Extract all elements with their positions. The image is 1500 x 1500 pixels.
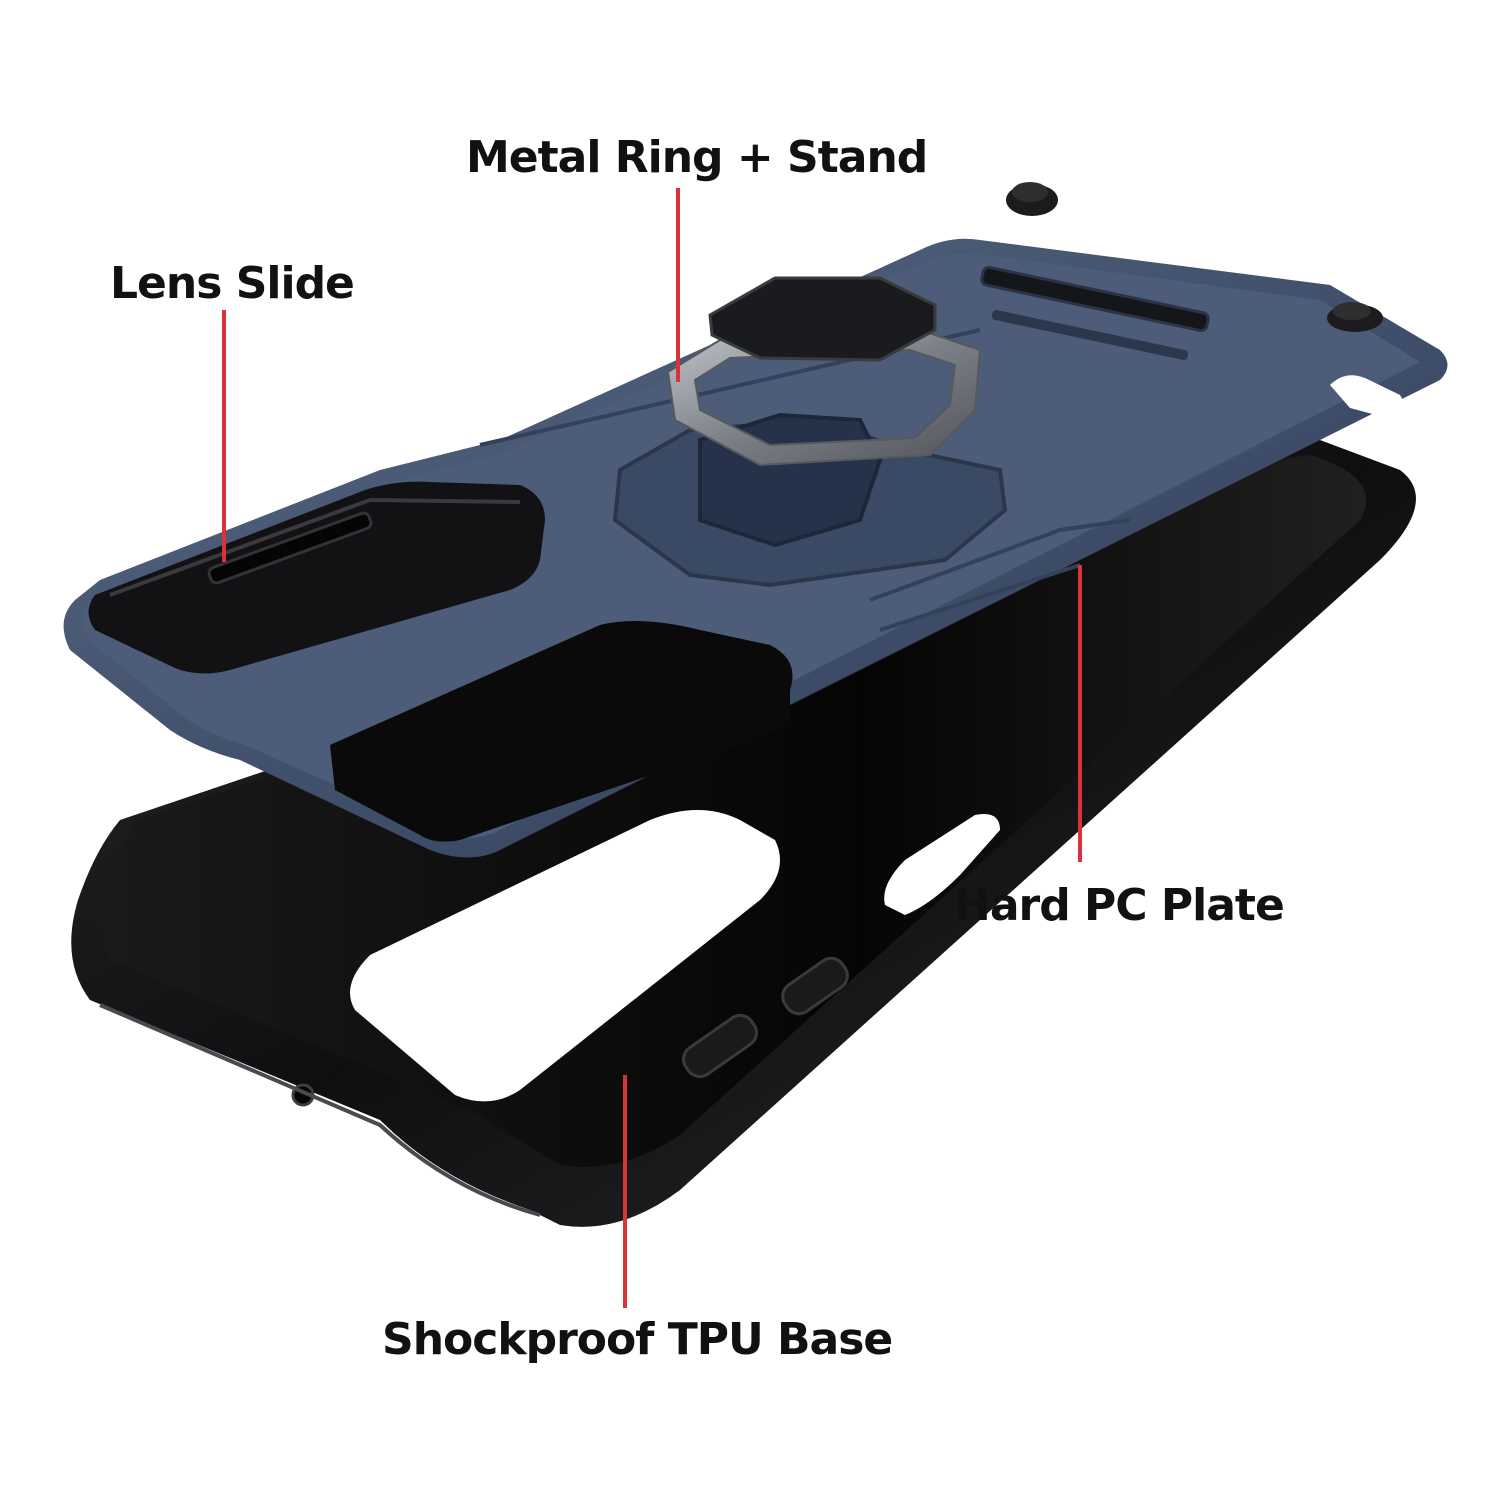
- button-plug-1-cap: [1012, 182, 1048, 202]
- tpu-side-port-cutout: [884, 814, 1000, 915]
- button-plug-2-cap: [1333, 302, 1371, 320]
- plate-secondary-slide: [980, 265, 1210, 360]
- volume-button-lower: [682, 1013, 758, 1079]
- magnetic-plate-square: [708, 276, 937, 362]
- volume-button-upper: [781, 956, 849, 1016]
- secondary-slide-track: [991, 310, 1189, 360]
- lens-slide-cover: [88, 481, 545, 674]
- plate-main-camera-window: [330, 621, 793, 842]
- tpu-side-buttons: [682, 956, 849, 1079]
- label-shockproof-tpu-base: Shockproof TPU Base: [382, 1314, 893, 1365]
- leader-lines: [222, 188, 1082, 1308]
- plate-strap-hole: [1330, 375, 1404, 420]
- label-metal-ring-stand: Metal Ring + Stand: [466, 132, 928, 183]
- label-lens-slide: Lens Slide: [110, 258, 355, 309]
- lens-slide: [88, 481, 545, 674]
- tpu-bottom-edge-highlight: [99, 1003, 541, 1217]
- metal-ring-stand: [612, 276, 1008, 588]
- lens-slide-top-highlight: [109, 497, 521, 597]
- lens-slide-grip: [207, 511, 373, 585]
- secondary-slide-grip: [980, 265, 1210, 333]
- label-hard-pc-plate: Hard PC Plate: [954, 880, 1285, 931]
- tpu-camera-cutout: [350, 810, 780, 1102]
- loose-button-plugs: [1006, 182, 1383, 332]
